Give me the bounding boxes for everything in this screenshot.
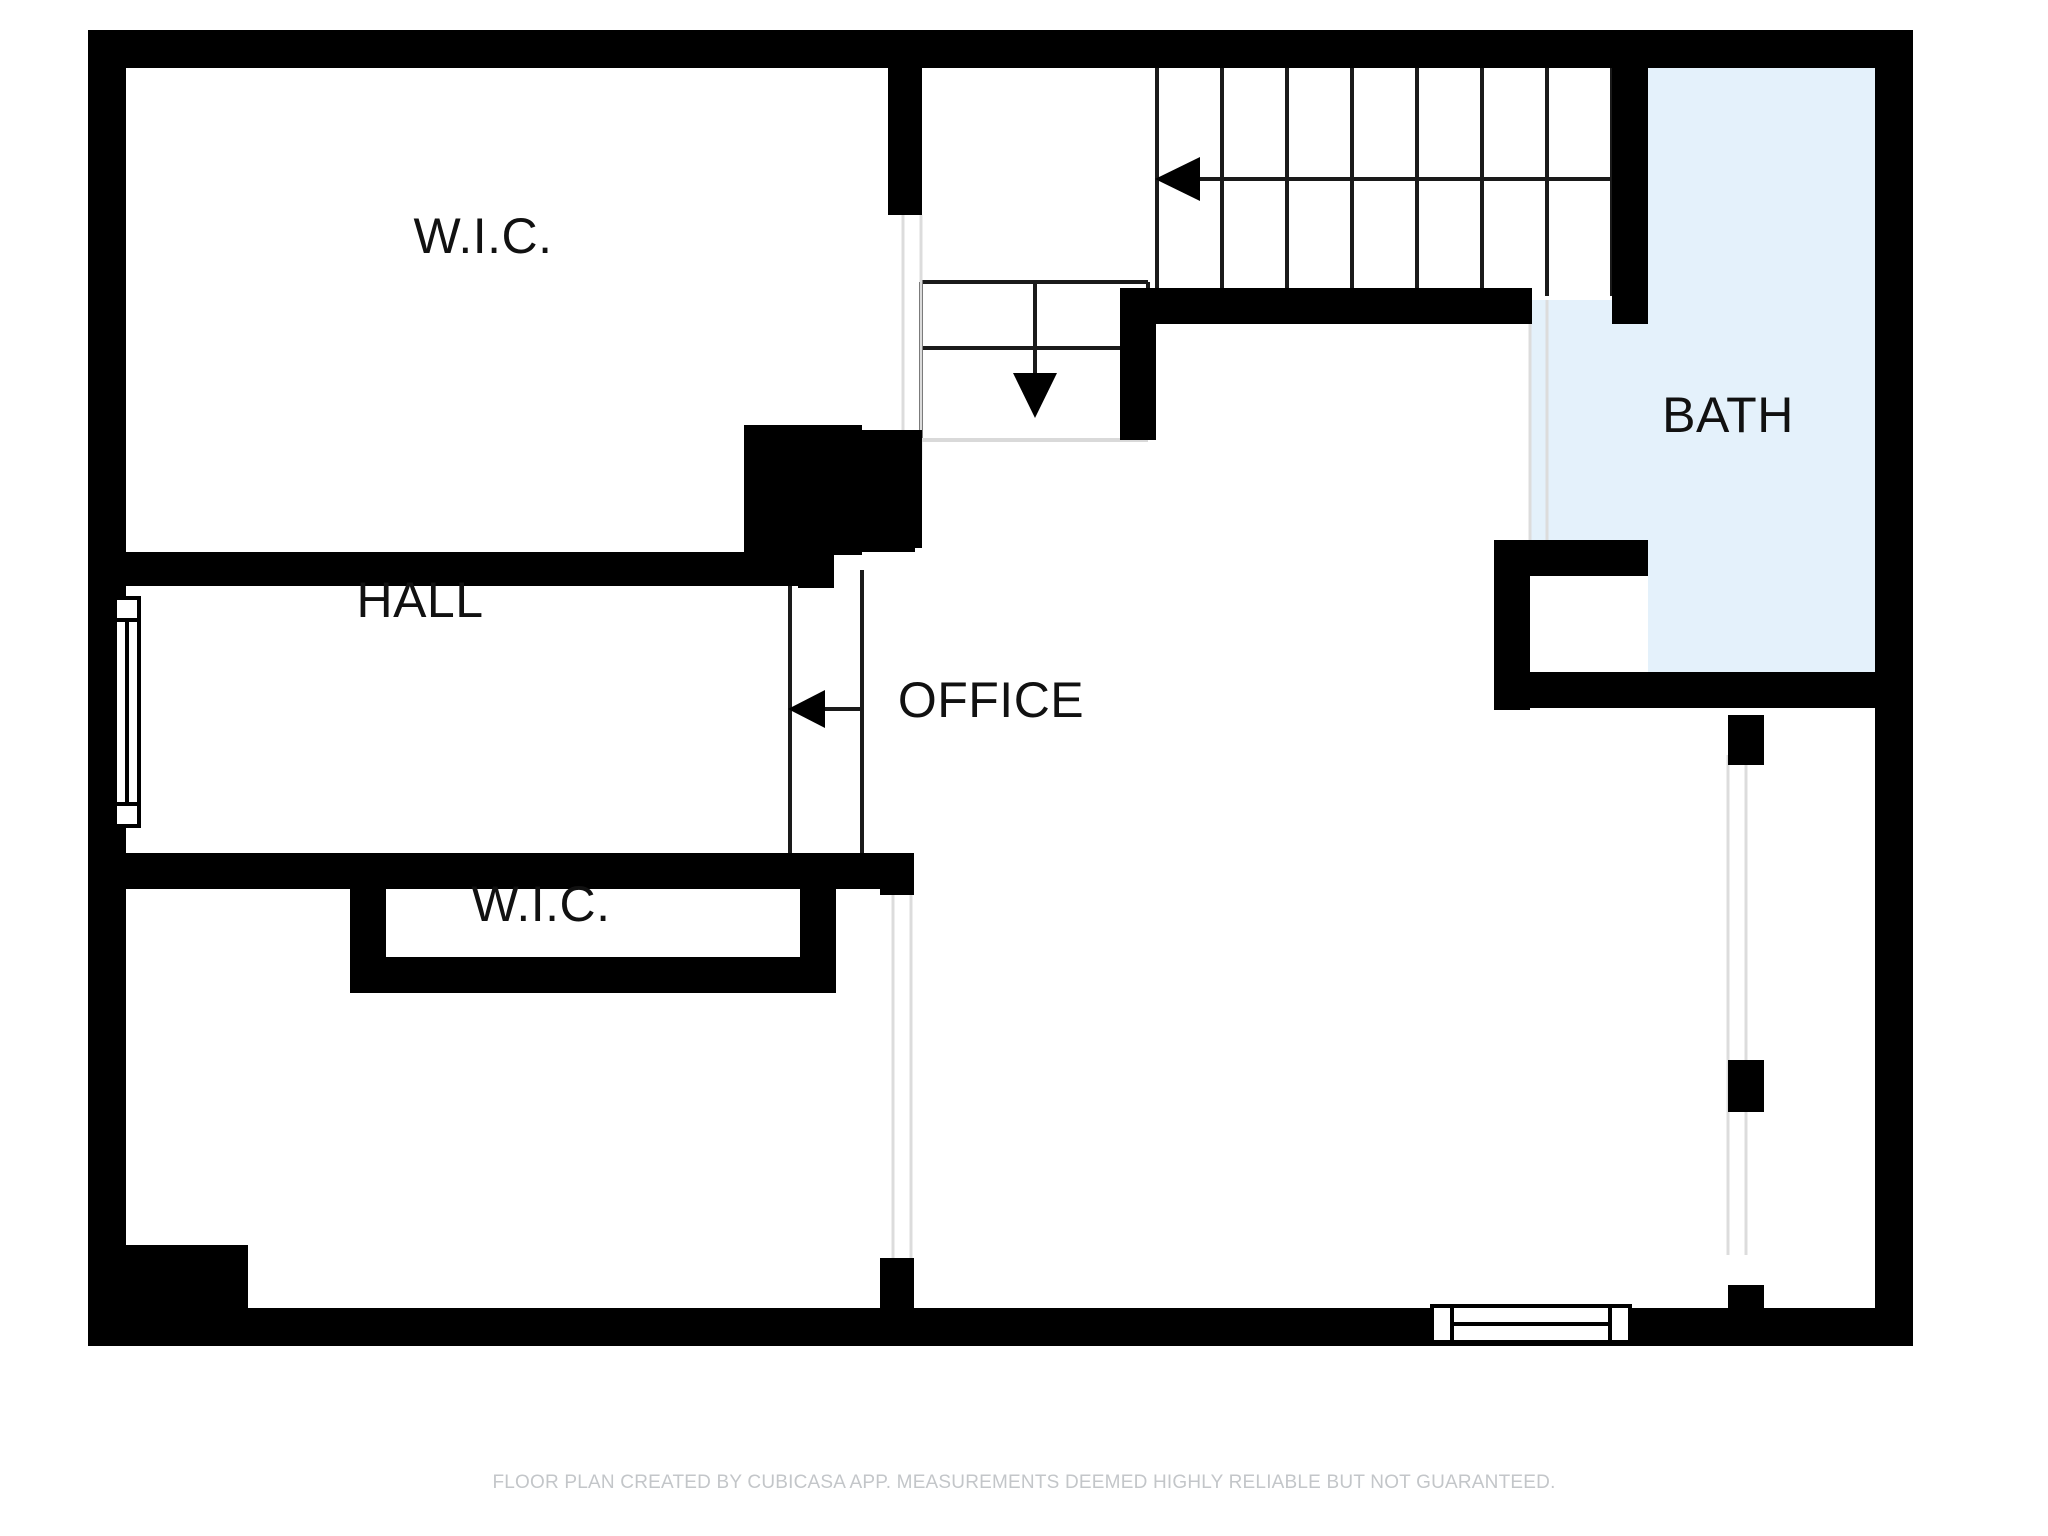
room-label-bath: BATH <box>1662 387 1794 443</box>
footer-disclaimer: FLOOR PLAN CREATED BY CUBICASA APP. MEAS… <box>492 1472 1556 1493</box>
door-jamb-lines <box>891 215 1748 1270</box>
room-label-wic-lower: W.I.C. <box>471 876 611 932</box>
room-label-office: OFFICE <box>897 672 1085 728</box>
window-bottom-office <box>1430 1304 1632 1344</box>
staircase-upper-direction-arrow-icon <box>1155 157 1200 201</box>
window-left-hall <box>113 596 141 828</box>
room-label-hall: HALL <box>356 572 484 628</box>
staircase-landing-direction-arrow-icon <box>1013 373 1057 418</box>
room-label-wic-upper: W.I.C. <box>413 208 553 264</box>
hall-step-direction-arrow-icon <box>788 690 825 728</box>
staircase-upper <box>1155 62 1630 296</box>
